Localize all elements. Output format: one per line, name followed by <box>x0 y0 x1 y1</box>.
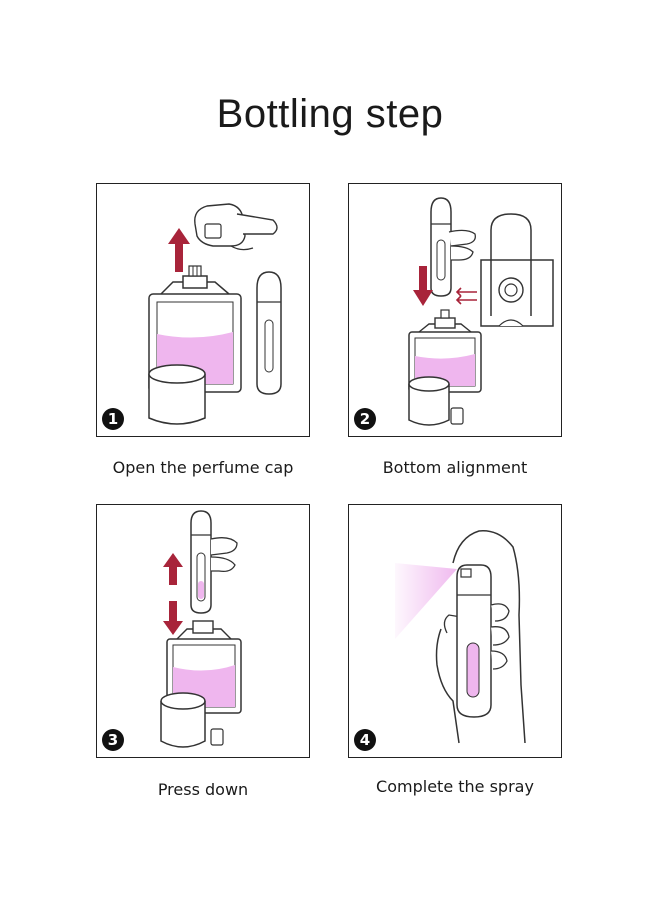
step-number-badge: 3 <box>102 729 124 751</box>
up-arrow-icon <box>163 553 183 585</box>
step-4-panel: 4 <box>348 504 562 758</box>
down-arrow-icon <box>163 601 183 635</box>
step-3-caption: Press down <box>157 780 249 799</box>
step-number-badge: 2 <box>354 408 376 430</box>
step-1-panel: 1 <box>96 183 310 437</box>
step-2-panel: 2 <box>348 183 562 437</box>
step-3-panel: 3 <box>96 504 310 758</box>
page-title: Bottling step <box>216 92 444 136</box>
press-down-illustration <box>160 510 242 748</box>
step-number-badge: 1 <box>102 408 124 430</box>
spray-mist-icon <box>395 563 457 639</box>
align-bottle-illustration <box>408 197 554 426</box>
step-4-caption: Complete the spray <box>376 777 534 796</box>
step-number-badge: 4 <box>354 729 376 751</box>
down-arrow-icon <box>413 266 433 306</box>
open-cap-illustration <box>148 203 282 425</box>
step-1-caption: Open the perfume cap <box>112 458 294 477</box>
step-2-caption: Bottom alignment <box>382 458 528 477</box>
up-arrow-icon <box>168 228 190 272</box>
spray-illustration <box>395 530 526 744</box>
